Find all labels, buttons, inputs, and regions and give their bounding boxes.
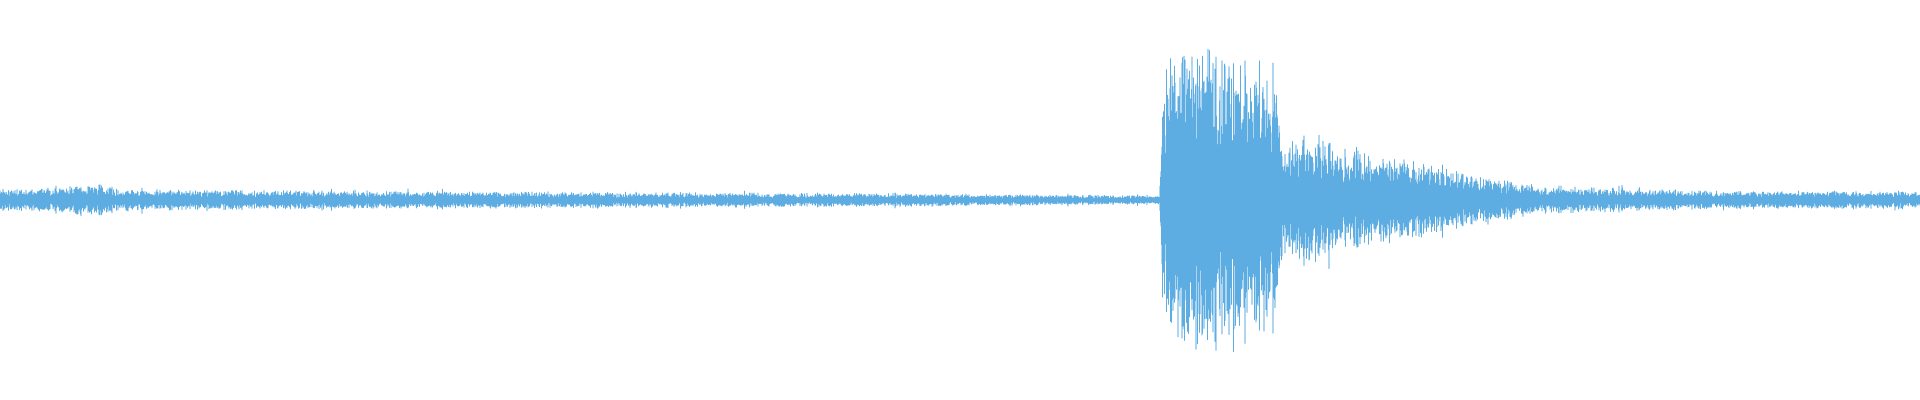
waveform-trace [0, 48, 1920, 352]
